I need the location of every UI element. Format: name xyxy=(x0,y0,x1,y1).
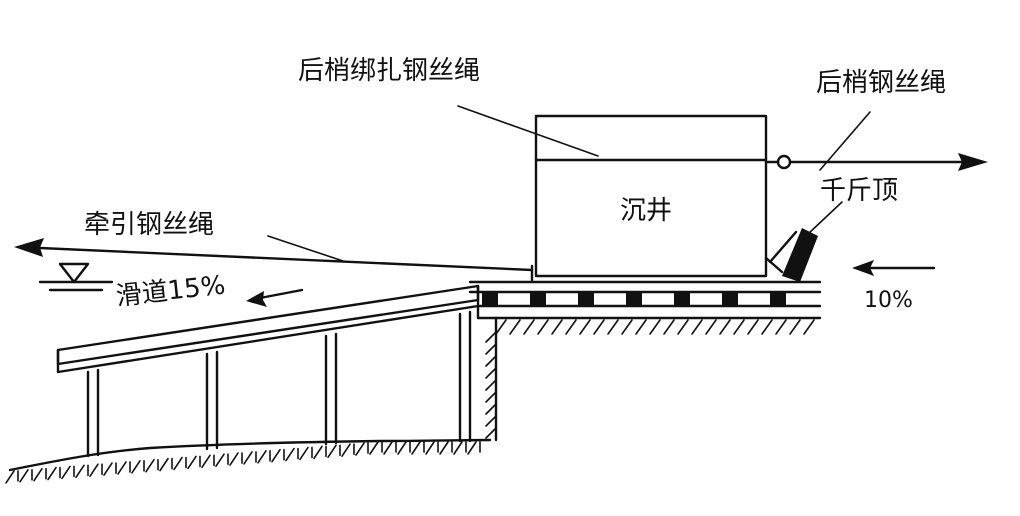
leader-lines xyxy=(267,105,871,263)
rear-tie-rope-label: 后梢绑扎钢丝绳 xyxy=(298,56,481,86)
slideway-piles xyxy=(86,310,472,458)
sleeper xyxy=(482,293,498,305)
sleeper xyxy=(770,293,786,305)
sleepers xyxy=(482,293,786,305)
ground-left xyxy=(5,438,492,484)
caisson-label: 沉井 xyxy=(620,196,673,226)
jack-label: 千斤顶 xyxy=(820,176,899,206)
sleeper xyxy=(530,293,546,305)
sleeper xyxy=(626,293,642,305)
water-level-symbol xyxy=(38,262,114,292)
jack xyxy=(764,228,818,282)
sleeper xyxy=(722,293,738,305)
rear-rope-label: 后梢钢丝绳 xyxy=(816,68,947,98)
traction-rope xyxy=(14,238,534,272)
slide-direction-arrow xyxy=(246,288,304,307)
ground-slope-label: 10% xyxy=(864,288,913,313)
platform xyxy=(468,280,822,442)
ground-slope-arrow xyxy=(852,260,936,276)
traction-rope-label: 牵引钢丝绳 xyxy=(84,210,215,240)
caisson xyxy=(530,114,768,282)
sleeper xyxy=(674,293,690,305)
rear-rope xyxy=(764,153,988,171)
sleeper xyxy=(578,293,594,305)
